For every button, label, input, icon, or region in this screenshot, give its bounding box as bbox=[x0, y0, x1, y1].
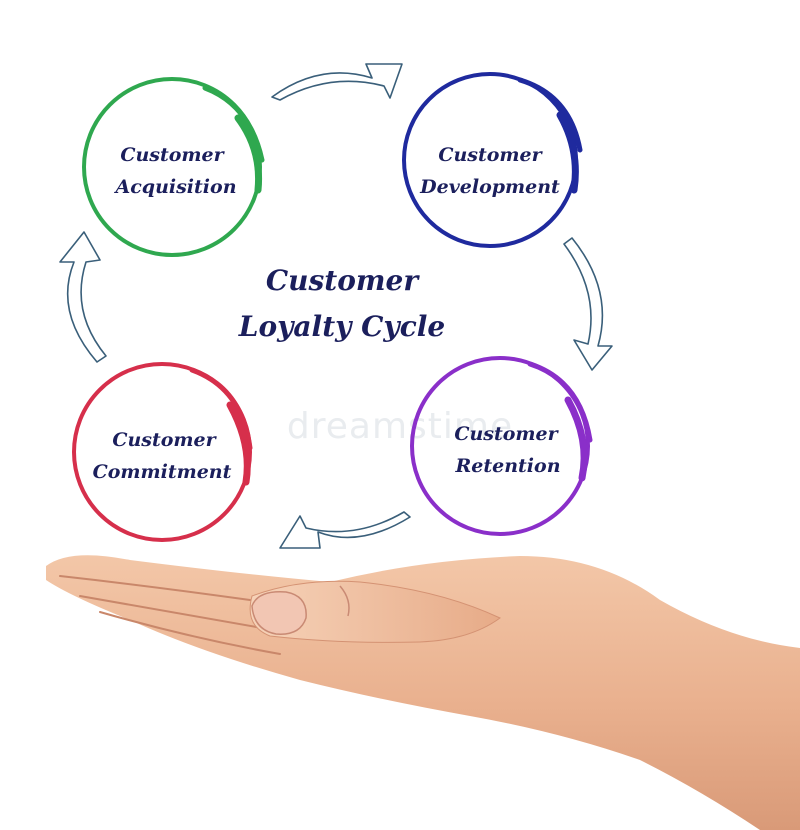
commitment-circle-overshoot bbox=[189, 367, 253, 451]
retention-circle bbox=[410, 356, 590, 536]
arrow-retention-to-commitment bbox=[279, 511, 411, 549]
retention-circle-tail bbox=[564, 396, 588, 482]
acquisition-label-line2: Acquisition bbox=[113, 176, 236, 198]
open-hand-illustration bbox=[46, 555, 800, 830]
development-circle-overshoot bbox=[517, 77, 583, 153]
title-line1: Customer bbox=[266, 264, 420, 297]
node-commitment: Customer Commitment bbox=[72, 362, 253, 542]
commitment-label-line2: Commitment bbox=[93, 461, 232, 483]
development-label-line2: Development bbox=[419, 176, 560, 198]
finger-line-3 bbox=[99, 611, 281, 655]
retention-label-line2: Retention bbox=[454, 455, 560, 477]
development-label-line1: Customer bbox=[438, 144, 543, 166]
thumbnail bbox=[251, 591, 307, 635]
finger-line-1 bbox=[59, 575, 251, 601]
commitment-label-line1: Customer bbox=[112, 429, 217, 451]
thumb bbox=[249, 580, 501, 643]
acquisition-circle-tail bbox=[234, 114, 263, 194]
arrow-commitment-to-acquisition bbox=[59, 231, 107, 363]
node-retention: Customer Retention bbox=[410, 356, 593, 536]
arrow-development-to-retention bbox=[563, 237, 613, 371]
palm-crease bbox=[339, 585, 350, 617]
arrow-acquisition-to-development bbox=[271, 63, 403, 101]
finger-line-2 bbox=[79, 595, 263, 629]
node-acquisition: Customer Acquisition bbox=[82, 77, 265, 257]
commitment-circle bbox=[72, 362, 252, 542]
commitment-circle-tail bbox=[226, 401, 251, 486]
title-line2: Loyalty Cycle bbox=[238, 310, 445, 343]
retention-label-line1: Customer bbox=[454, 423, 559, 445]
watermark: dreamstime bbox=[287, 406, 513, 447]
development-circle-tail bbox=[556, 111, 579, 194]
acquisition-circle-overshoot bbox=[202, 85, 265, 163]
retention-circle-overshoot bbox=[527, 361, 593, 443]
diagram-title: Customer Loyalty Cycle bbox=[238, 264, 445, 343]
acquisition-label-line1: Customer bbox=[120, 144, 225, 166]
node-development: Customer Development bbox=[402, 72, 583, 248]
